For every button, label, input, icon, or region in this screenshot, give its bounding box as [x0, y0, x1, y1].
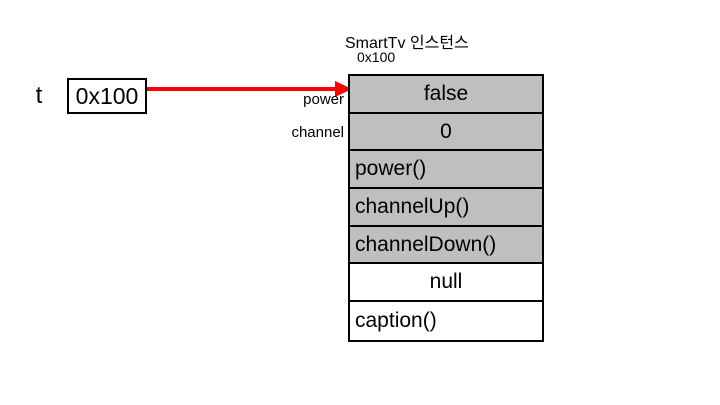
- instance-row: 0: [350, 113, 542, 152]
- field-label-power: power: [303, 91, 344, 108]
- reference-value: 0x100: [75, 82, 139, 109]
- pointer-arrow-icon: [147, 81, 352, 97]
- instance-row: null: [350, 264, 542, 303]
- field-label-channel: channel: [291, 124, 344, 141]
- instance-row: false: [350, 76, 542, 114]
- reference-value-box: 0x100: [67, 78, 147, 114]
- instance-title: SmartTv 인스턴스: [345, 35, 469, 52]
- instance-row: power(): [350, 151, 542, 190]
- instance-row: channelDown(): [350, 226, 542, 265]
- instance-address: 0x100: [357, 49, 396, 65]
- variable-name-label: t: [35, 82, 43, 109]
- instance-row: caption(): [350, 302, 542, 340]
- instance-row: channelUp(): [350, 189, 542, 227]
